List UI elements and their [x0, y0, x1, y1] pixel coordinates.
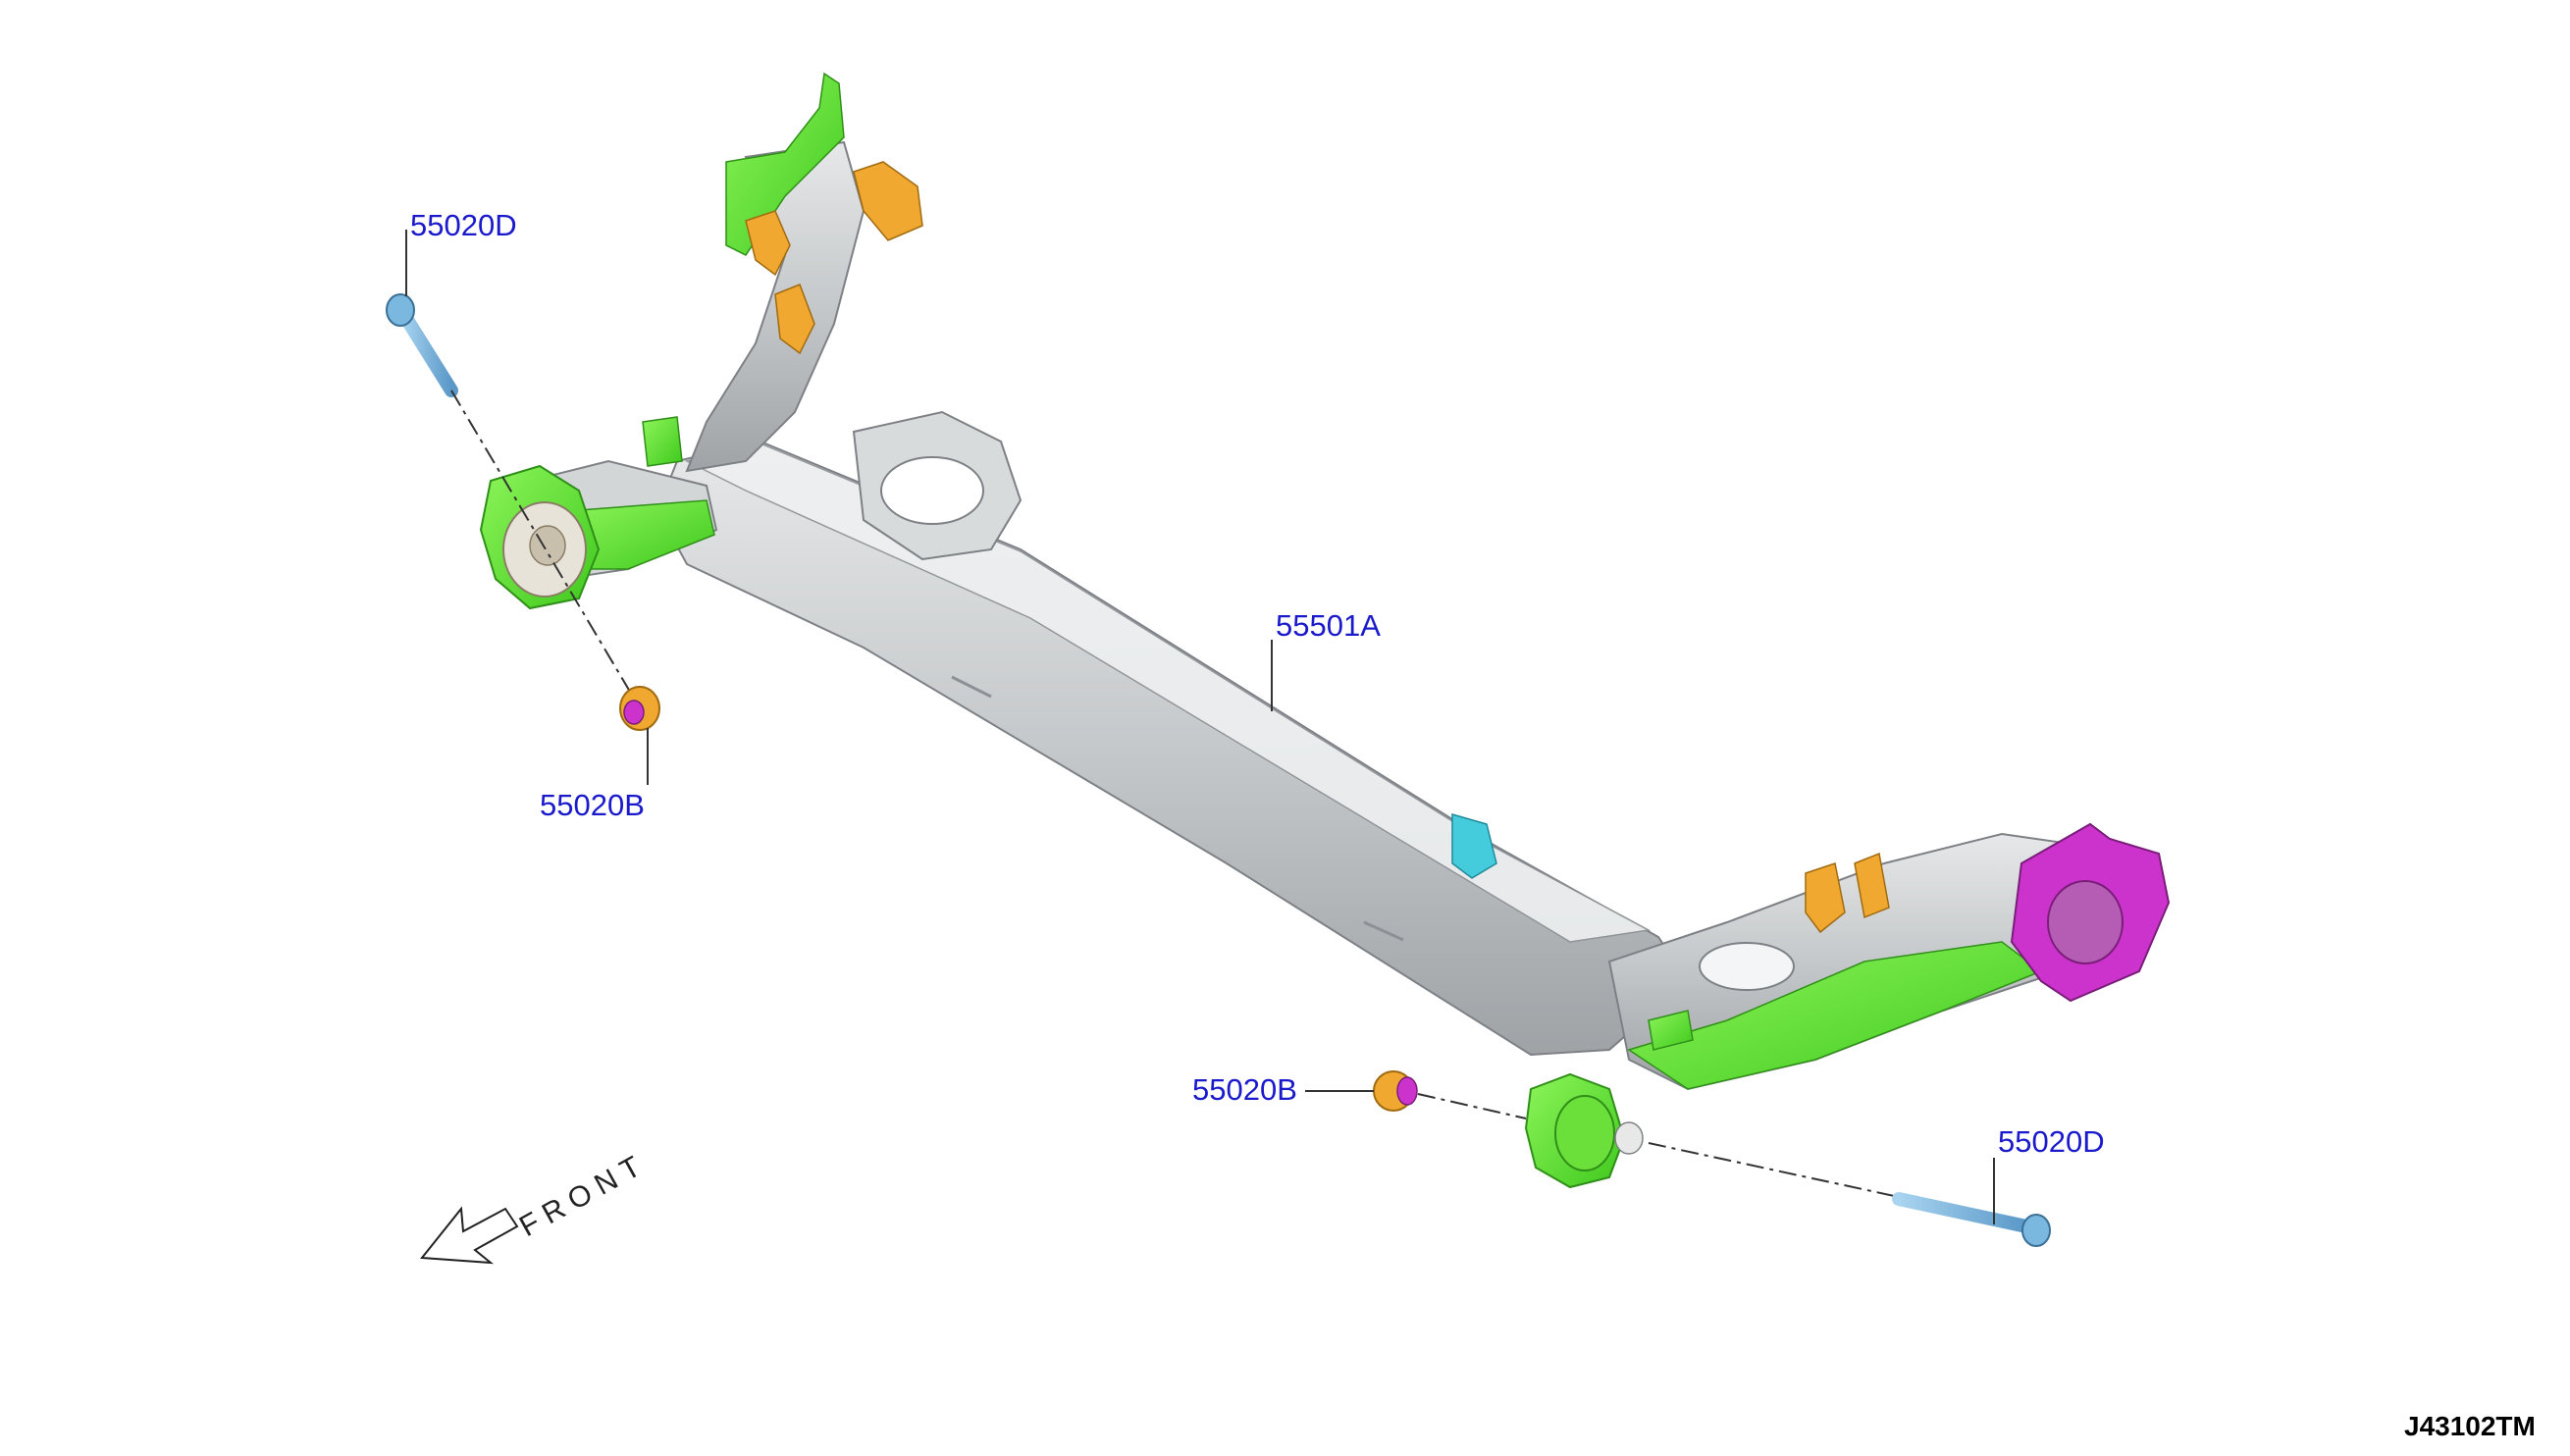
right-spring-seat-hole: [1699, 942, 1795, 991]
left-bolt-head: [386, 293, 415, 327]
left-spring-seat-hole: [880, 456, 984, 525]
left-nut: [619, 686, 660, 731]
right-bushing-inner: [1614, 1121, 1644, 1155]
beam-body: [656, 440, 1690, 1057]
callout-55020b-right: 55020B: [1192, 1072, 1297, 1107]
left-bushing-inner: [529, 525, 566, 566]
left-green-tab: [642, 416, 683, 467]
beam-slot-2: [1363, 920, 1404, 942]
callout-55020d-left: 55020D: [410, 208, 517, 242]
left-nut-band: [623, 700, 645, 725]
left-trailing-arm: [685, 140, 865, 473]
callout-55020b-left: 55020B: [540, 788, 645, 822]
right-nut-centerline: [1417, 1093, 1527, 1119]
right-bushing-face: [1554, 1095, 1615, 1171]
left-lower-orange-bracket: [774, 284, 815, 355]
right-bolt-shank: [1892, 1192, 2033, 1233]
front-arrow-icon: [420, 1206, 519, 1265]
right-nut-band: [1396, 1076, 1418, 1106]
callout-55501a: 55501A: [1276, 608, 1381, 643]
left-mid-orange-bracket: [745, 210, 791, 277]
right-bolt: [1892, 1192, 2051, 1247]
cyan-bracket-tab: [1451, 813, 1497, 879]
callout-55020d-right: 55020D: [1998, 1124, 2105, 1159]
right-green-tab: [1648, 1010, 1694, 1051]
right-nut: [1373, 1070, 1418, 1112]
right-hub-flange-hole: [2047, 880, 2124, 964]
right-bushing-housing: [1524, 1072, 1644, 1189]
left-bolt-centerline: [450, 390, 634, 698]
left-top-green-bracket: [725, 72, 845, 256]
left-bolt-shank: [395, 305, 458, 397]
beam-top-face: [684, 442, 1652, 943]
torsion-beam-axle: [490, 72, 2171, 1091]
left-bolt: [386, 293, 458, 397]
beam-slot-1: [951, 675, 992, 699]
left-upper-orange-bracket: [853, 161, 923, 241]
drawing-code: J43102TM: [2404, 1411, 2536, 1441]
right-orange-bracket-a: [1805, 862, 1846, 934]
right-orange-bracket-b: [1854, 852, 1890, 919]
right-bolt-centerline: [1648, 1142, 1900, 1198]
right-bolt-head: [2021, 1214, 2051, 1247]
